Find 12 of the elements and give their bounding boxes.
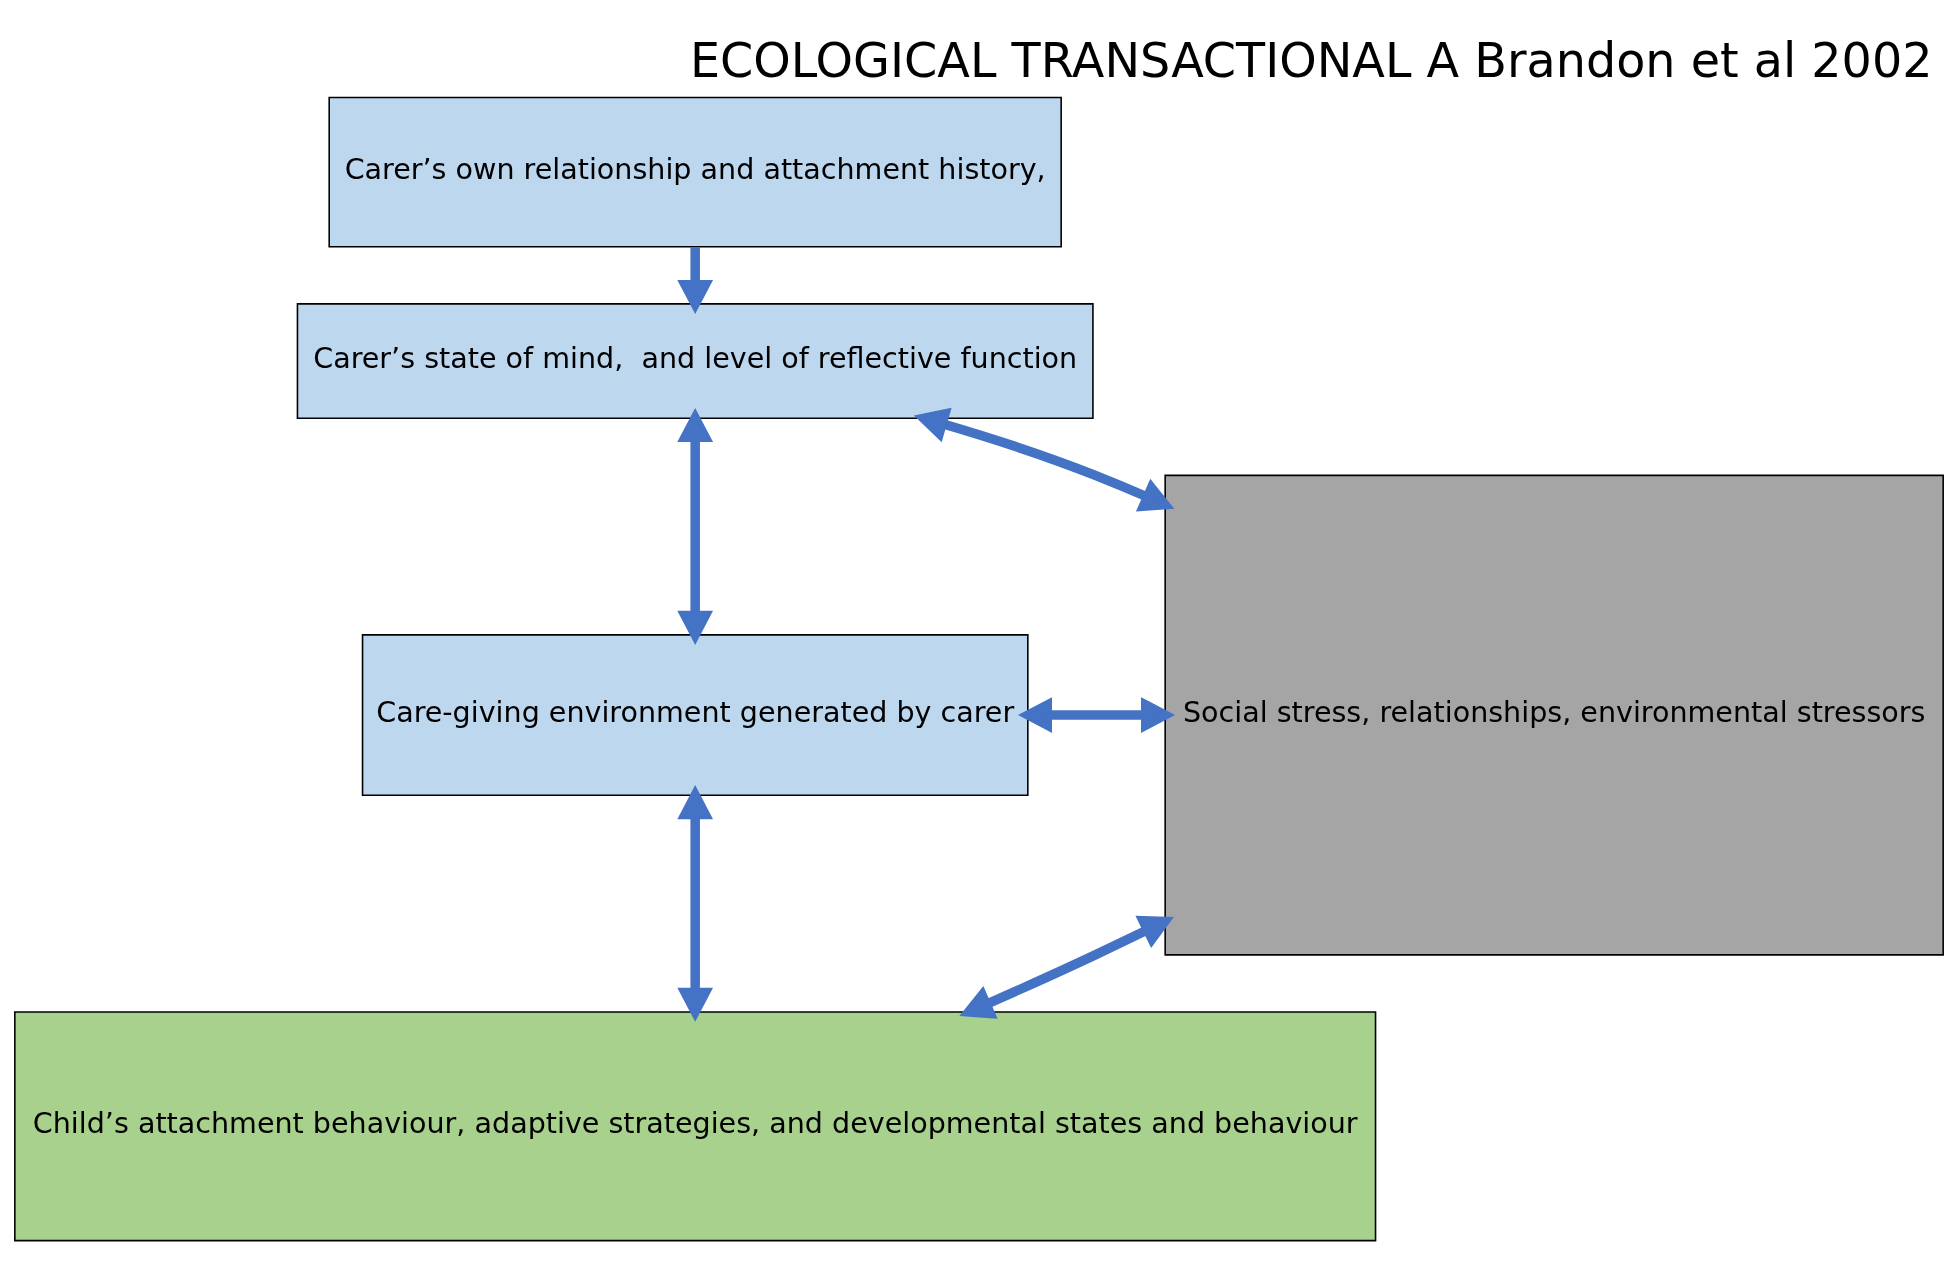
arrow [1017,696,1176,733]
node-box: Carer’s state of mind, and level of reflective function [296,302,1094,419]
node-box: Social stress, relationships, environmental stressors [1164,474,1944,956]
arrow [677,246,714,314]
diagram-title: ECOLOGICAL TRANSACTIONAL A Brandon et al 2002 [689,32,1933,88]
node-box: Carer’s own relationship and attachment history, [328,96,1062,247]
arrow [913,407,1175,511]
arrow [959,915,1174,1019]
node-box: Care-giving environment generated by carer [361,633,1029,796]
arrow [677,407,714,645]
arrow [677,784,714,1022]
node-box: Child’s attachment behaviour, adaptive strategies, and developmental states and behaviour [14,1010,1377,1241]
